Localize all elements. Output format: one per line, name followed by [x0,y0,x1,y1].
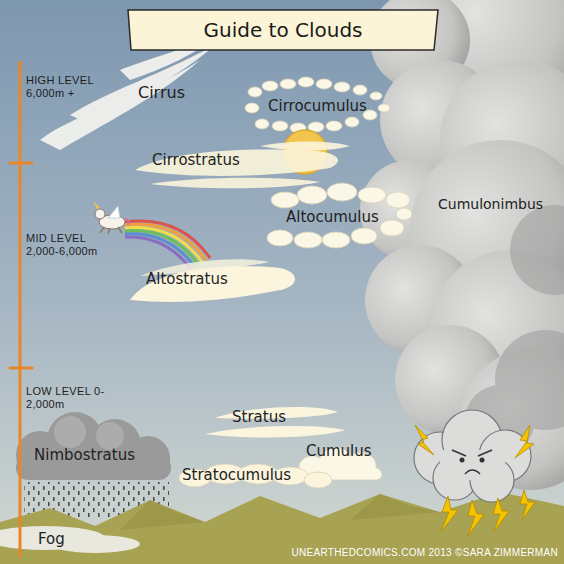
cloud-name: Altocumulus [286,209,379,226]
level-label: LOW LEVEL 0-2,000m [26,385,108,410]
watermark: UNEARTHEDCOMICS.COM 2013 ©SARA ZIMMERMAN [292,547,558,559]
cloud-name: Cirrocumulus [268,98,367,115]
cloud-name: Cumulonimbus [438,196,543,212]
diagram-title: Guide to Clouds [133,12,433,48]
cloud-name: Altostratus [146,271,228,288]
cloud-name: Stratocumulus [182,467,291,484]
cloud-name: Cumulus [306,443,372,460]
level-label: MID LEVEL 2,000-6,000m [26,232,108,257]
cloud-name: Cirrus [138,84,185,102]
level-label: HIGH LEVEL 6,000m + [26,74,108,99]
cloud-name: Fog [38,531,65,548]
cloud-name: Cirrostratus [152,152,240,169]
cloud-name: Nimbostratus [34,447,135,464]
cloud-name: Stratus [232,409,286,426]
